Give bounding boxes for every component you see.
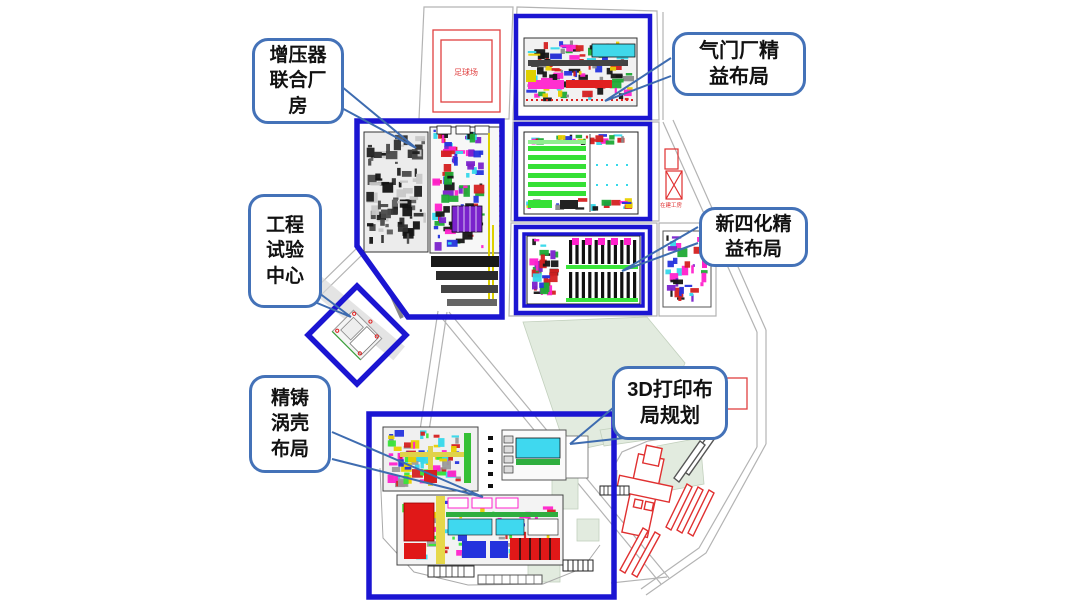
highlight-boxes <box>304 13 653 600</box>
turbocharger-plant-cad <box>363 125 501 319</box>
highlight-box-casting-printing <box>366 411 617 600</box>
callout-line: 新四化精 <box>715 213 792 235</box>
highlight-box-test-center <box>304 282 410 388</box>
under-construction-building <box>664 148 683 200</box>
machining-hall-cad <box>523 131 639 215</box>
callout-3d-printing: 3D打印布 局规划 <box>612 366 728 440</box>
callout-line: 联合厂 <box>269 70 327 92</box>
football-field-label: 足球场 <box>454 67 478 77</box>
callout-line: 精铸 <box>270 388 309 410</box>
callout-line: 中心 <box>265 265 304 287</box>
callout-line: 增压器 <box>269 45 327 67</box>
under-construction-label: 在建工房 <box>660 201 683 209</box>
callout-new-four-modernizations: 新四化精 益布局 <box>699 207 808 267</box>
callout-valve-factory: 气门厂精 益布局 <box>672 32 806 96</box>
gray-warehouse-strips <box>673 433 716 484</box>
callout-line: 益布局 <box>709 66 769 88</box>
highlight-box-valve-factory <box>513 13 653 121</box>
callout-line: 局规划 <box>640 405 700 427</box>
callout-line: 气门厂精 <box>699 39 779 62</box>
planned-buildings-red <box>615 444 715 578</box>
callout-line: 3D打印布 <box>627 378 713 401</box>
callout-line: 房 <box>288 95 308 117</box>
highlight-box-new-four-outer <box>513 224 653 316</box>
new-four-modernizations-cad <box>526 235 641 305</box>
callout-line: 工程 <box>265 215 304 237</box>
callout-line: 益布局 <box>724 239 782 260</box>
callout-precision-casting: 精铸 涡壳 布局 <box>249 375 331 473</box>
callout-line: 涡壳 <box>270 413 309 435</box>
casting-and-printing-cad <box>382 426 630 585</box>
callout-turbocharger-plant: 增压器 联合厂 房 <box>252 38 344 124</box>
callout-engineering-test-center: 工程 试验 中心 <box>248 194 322 308</box>
engineering-test-center-cad <box>309 275 405 361</box>
callout-line: 试验 <box>265 240 304 262</box>
highlight-box-new-four-inner <box>522 232 645 308</box>
highlight-box-machining-hall <box>513 121 653 222</box>
highlight-box-turbocharger <box>354 118 505 320</box>
callout-line: 布局 <box>270 438 309 460</box>
valve-factory-cad <box>523 37 638 107</box>
football-field <box>432 29 501 113</box>
